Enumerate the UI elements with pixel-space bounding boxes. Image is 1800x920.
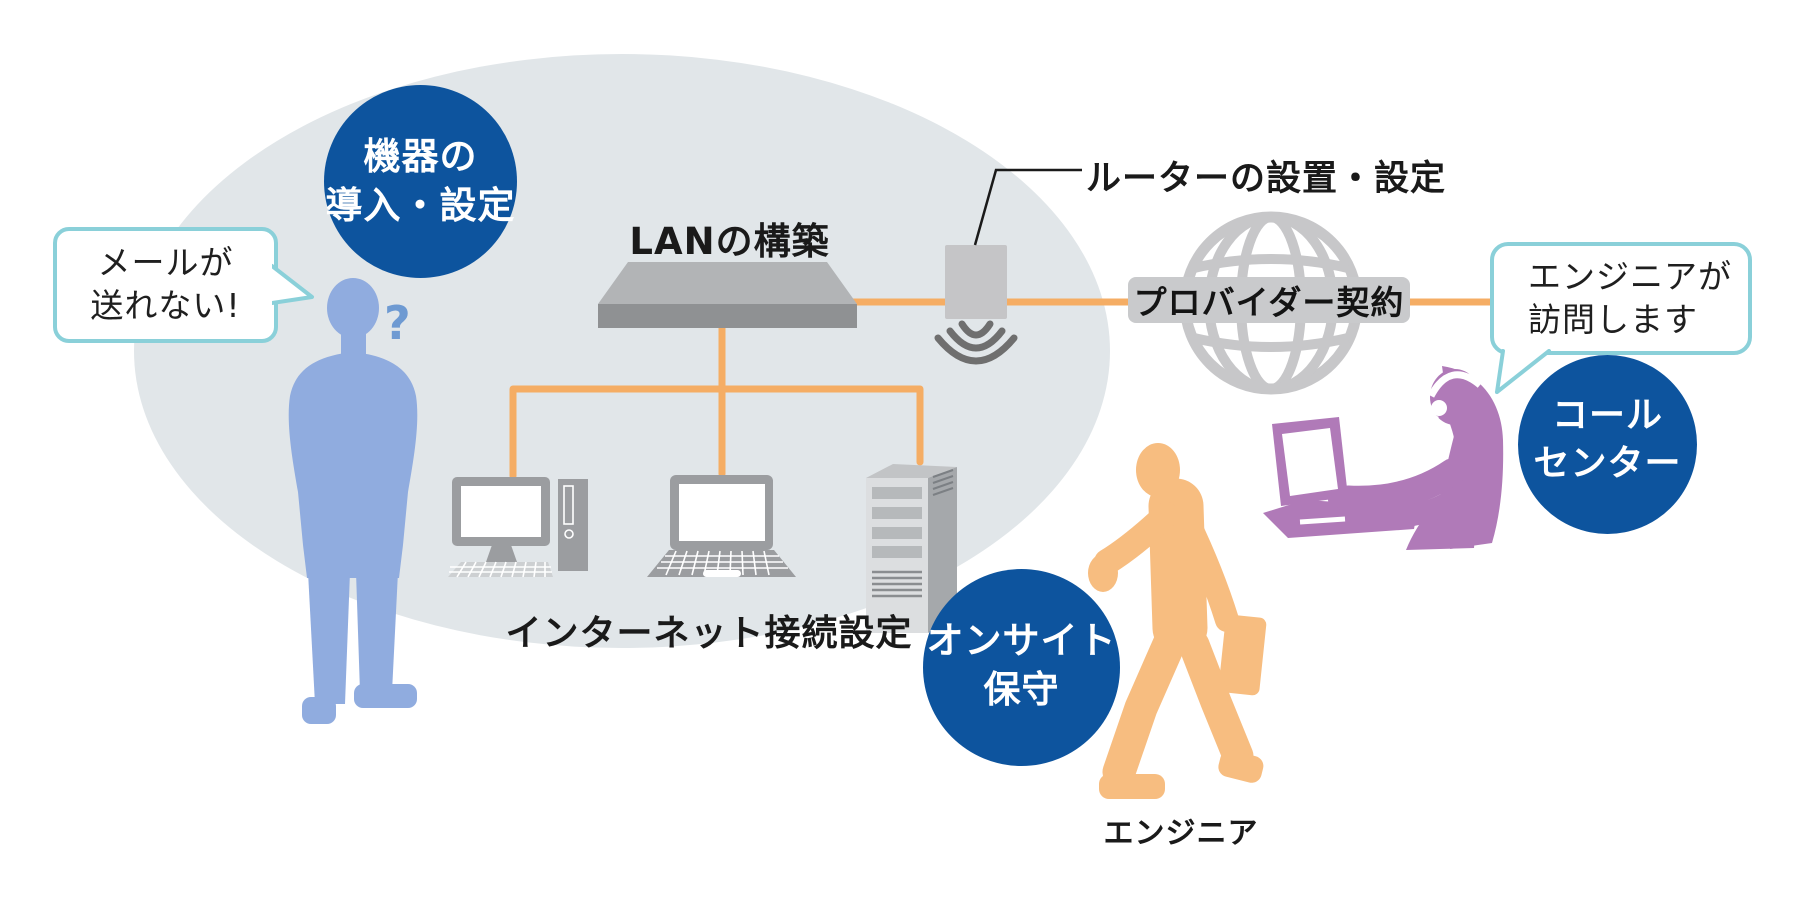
customer-speech-bubble: メールが 送れない! <box>53 227 278 343</box>
badge-line: 導入・設定 <box>325 183 516 227</box>
badge-line: 保守 <box>983 667 1060 711</box>
engineer-label: エンジニア <box>1103 816 1259 851</box>
equipment-setup-badge: 機器の 導入・設定 <box>324 85 517 278</box>
laptop-icon <box>647 475 796 577</box>
question-mark: ? <box>384 296 411 350</box>
call-center-badge: コール センター <box>1518 355 1697 534</box>
badge-line: センター <box>1533 442 1682 484</box>
bubble-line: メールが <box>97 243 234 283</box>
customer-bubble-tail <box>272 264 314 305</box>
bubble-line: 訪問します <box>1528 299 1698 339</box>
call-center-operator-silhouette <box>1328 366 1504 550</box>
badge-line: 機器の <box>363 134 478 178</box>
wifi-waves-icon <box>934 320 1018 365</box>
operator-bubble-tail <box>1495 349 1551 394</box>
engineer-silhouette <box>1088 443 1267 799</box>
network-switch-icon <box>598 262 857 328</box>
service-area-ellipse <box>134 54 1110 648</box>
bubble-line: エンジニアが <box>1528 256 1732 296</box>
badge-line: コール <box>1551 394 1663 436</box>
operator-speech-bubble: エンジニアが 訪問します <box>1490 242 1752 355</box>
briefcase-icon <box>1218 614 1267 696</box>
server-icon <box>866 464 957 633</box>
bubble-line: 送れない! <box>90 286 241 325</box>
router-setup-label: ルーターの設置・設定 <box>1086 159 1447 199</box>
onsite-maintenance-badge: オンサイト 保守 <box>923 569 1120 766</box>
router-leader-line <box>973 168 1082 246</box>
desktop-pc-icon <box>448 477 588 578</box>
headset-icon <box>1427 371 1483 398</box>
badge-line: オンサイト <box>926 618 1117 662</box>
provider-contract-label: プロバイダー契約 <box>1128 277 1410 323</box>
router-icon <box>945 245 1007 319</box>
customer-silhouette <box>288 278 418 724</box>
lan-label: LANの構築 <box>629 220 830 263</box>
internet-setup-label: インターネット接続設定 <box>505 613 913 654</box>
